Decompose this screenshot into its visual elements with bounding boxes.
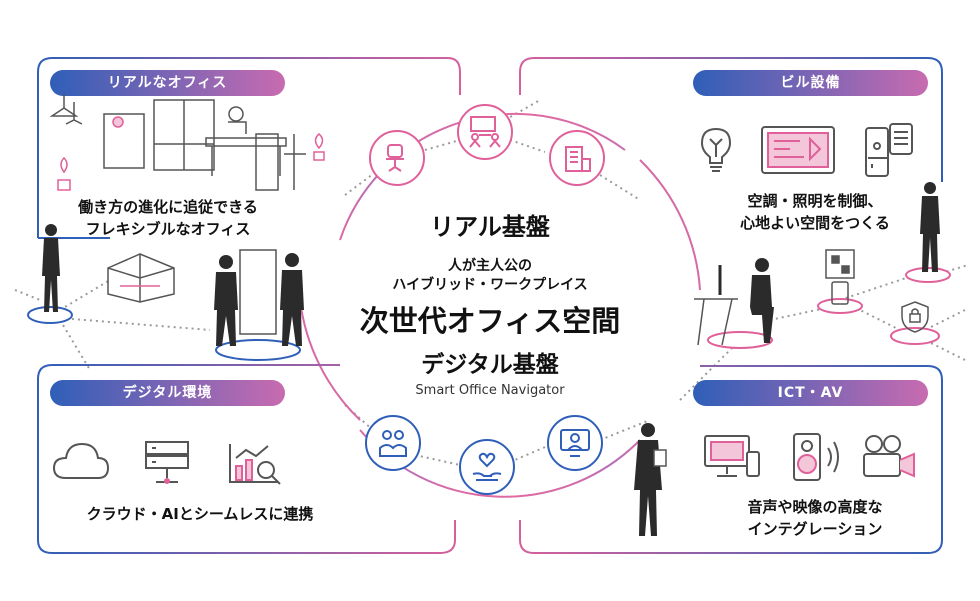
real-base-heading: リアル基盤 (430, 213, 550, 241)
main-title: 次世代オフィス空間 (359, 304, 621, 338)
qr-kiosk-icon (825, 249, 855, 305)
digital-caption: クラウド・AIとシームレスに連携 (86, 505, 314, 523)
ict-caption: 音声や映像の高度な インテグレーション (700, 496, 930, 540)
real-office-caption-line2: フレキシブルなオフィス (85, 220, 251, 238)
digital-title: デジタル環境 (50, 380, 285, 406)
center-subtitle-line2: ハイブリッド・ワークプレイス (392, 277, 588, 293)
building-caption: 空調・照明を制御、 心地よい空間をつくる (700, 190, 930, 234)
monitor-icon (704, 435, 760, 477)
team-meeting-icon (469, 116, 501, 148)
online-meeting-icon (379, 430, 407, 457)
heart-hands-icon (472, 452, 502, 481)
ict-caption-line1: 音声や映像の高度な (747, 498, 883, 516)
person-standing-left (42, 224, 60, 312)
person-with-tablet (634, 423, 667, 536)
lightbulb-icon (700, 127, 732, 172)
center-subtitle-line1: 人が主人公の (448, 258, 532, 274)
ict-title: ICT・AV (693, 380, 928, 406)
smart-lock-icon (865, 123, 913, 177)
real-office-caption-line1: 働き方の進化に追従できる (78, 198, 258, 216)
chair-icon (386, 144, 404, 172)
person-standing-right (920, 182, 940, 272)
center-subtitle: 人が主人公の ハイブリッド・ワークプレイス (340, 257, 640, 295)
building-caption-line2: 心地よい空間をつくる (740, 214, 890, 232)
navigator-label: Smart Office Navigator (415, 383, 565, 398)
person-at-desk (694, 258, 774, 346)
ict-caption-line2: インテグレーション (747, 520, 883, 538)
building-caption-line1: 空調・照明を制御、 (747, 192, 883, 210)
speaker-icon (793, 433, 839, 481)
meeting-room-icon (107, 253, 175, 303)
presenters-illustration (214, 249, 304, 346)
security-shield-icon (901, 301, 929, 333)
real-office-title: リアルなオフィス (50, 70, 285, 96)
real-office-caption: 働き方の進化に追従できる フレキシブルなオフィス (48, 196, 288, 240)
building-icon (565, 146, 591, 172)
video-call-icon (560, 429, 590, 457)
analytics-icon (229, 444, 281, 485)
server-icon (145, 441, 189, 484)
camera-icon (863, 435, 915, 478)
cloud-icon (52, 442, 110, 479)
control-panel-icon (761, 126, 835, 174)
office-illustration (49, 94, 325, 191)
digital-base-heading: デジタル基盤 (421, 352, 559, 378)
building-title: ビル設備 (693, 70, 928, 96)
